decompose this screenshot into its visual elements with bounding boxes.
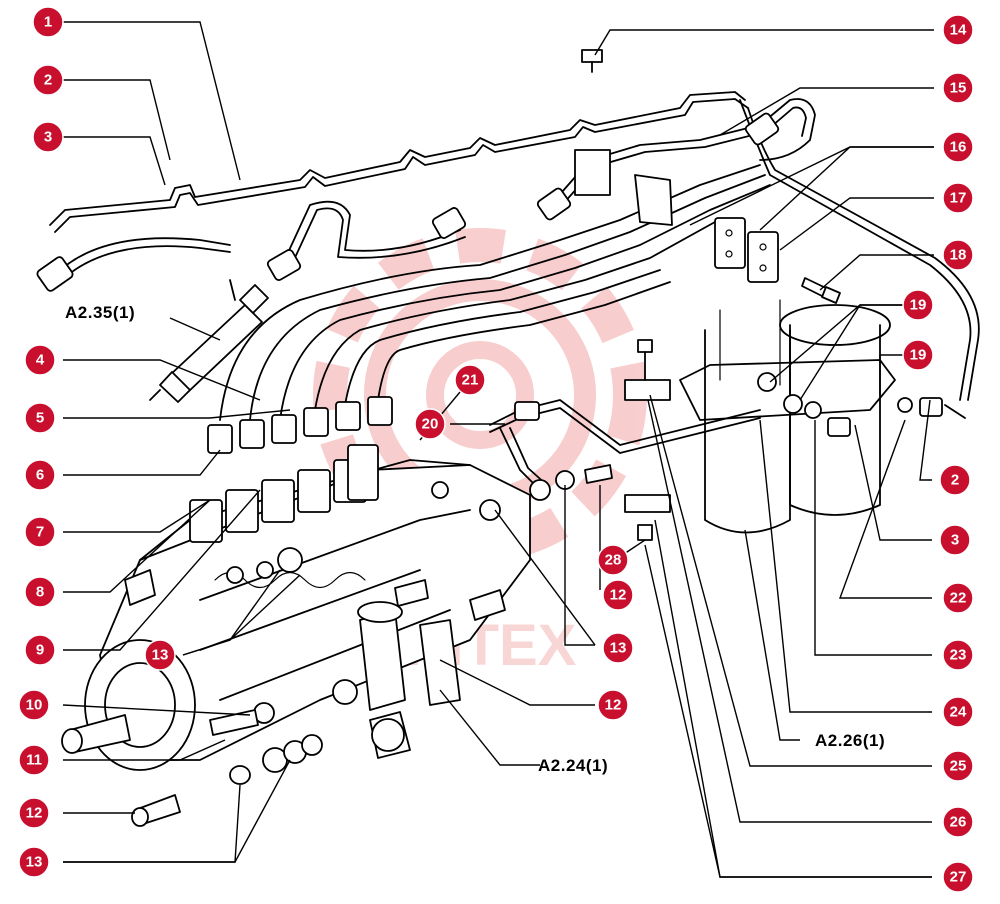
callout-13-bottom[interactable]: 13	[18, 846, 50, 878]
callout-19-lower[interactable]: 19	[902, 339, 934, 371]
svg-text:19: 19	[910, 347, 927, 364]
svg-text:13: 13	[610, 640, 627, 657]
callout-5[interactable]: 5	[24, 402, 56, 434]
svg-text:1: 1	[44, 14, 52, 31]
svg-text:10: 10	[26, 697, 43, 714]
svg-text:12: 12	[605, 697, 622, 714]
callout-20[interactable]: 20	[414, 408, 446, 440]
ref-label-filter: A2.26(1)	[815, 731, 885, 750]
callout-24[interactable]: 24	[942, 696, 974, 728]
svg-text:27: 27	[950, 869, 967, 886]
svg-text:2: 2	[44, 72, 52, 89]
callout-28[interactable]: 28	[597, 544, 629, 576]
callout-27[interactable]: 27	[942, 861, 974, 893]
svg-text:3: 3	[951, 532, 959, 549]
callout-3[interactable]: 3	[32, 121, 64, 153]
callout-1[interactable]: 1	[32, 6, 64, 38]
svg-text:14: 14	[950, 22, 967, 39]
callout-16[interactable]: 16	[942, 131, 974, 163]
callout-9[interactable]: 9	[24, 634, 56, 666]
svg-text:3: 3	[44, 129, 52, 146]
svg-text:7: 7	[36, 524, 44, 541]
callout-8[interactable]: 8	[24, 576, 56, 608]
injector-nozzle	[149, 279, 269, 403]
callout-22[interactable]: 22	[942, 582, 974, 614]
callout-7[interactable]: 7	[24, 516, 56, 548]
svg-text:9: 9	[36, 642, 44, 659]
svg-text:26: 26	[950, 814, 967, 831]
svg-text:21: 21	[462, 372, 479, 389]
callout-13-mid[interactable]: 13	[602, 632, 634, 664]
callout-18[interactable]: 18	[942, 239, 974, 271]
banjo-fittings	[489, 372, 966, 501]
callout-10[interactable]: 10	[18, 689, 50, 721]
callout-26[interactable]: 26	[942, 806, 974, 838]
callout-17[interactable]: 17	[942, 182, 974, 214]
svg-text:19: 19	[910, 297, 927, 314]
callout-11[interactable]: 11	[18, 744, 50, 776]
svg-text:8: 8	[36, 584, 44, 601]
callout-2[interactable]: 2	[32, 64, 64, 96]
callout-3-right[interactable]: 3	[939, 524, 971, 556]
leader-lines	[62, 21, 934, 878]
svg-text:2: 2	[951, 472, 959, 489]
callout-25[interactable]: 25	[942, 750, 974, 782]
svg-text:15: 15	[950, 80, 967, 97]
callout-2-right[interactable]: 2	[939, 464, 971, 496]
ref-label-pump: A2.24(1)	[538, 756, 608, 775]
svg-text:5: 5	[36, 410, 44, 427]
bolts	[581, 49, 841, 541]
svg-text:13: 13	[26, 854, 43, 871]
callout-14[interactable]: 14	[942, 14, 974, 46]
callout-6[interactable]: 6	[24, 459, 56, 491]
ref-label-injector: A2.35(1)	[65, 303, 135, 322]
callout-23[interactable]: 23	[942, 639, 974, 671]
pipe-nuts	[36, 112, 780, 454]
svg-text:13: 13	[152, 647, 169, 664]
svg-text:12: 12	[610, 587, 627, 604]
callout-12-mid[interactable]: 12	[602, 579, 634, 611]
callout-21[interactable]: 21	[454, 364, 486, 396]
pipe-clamps	[574, 149, 779, 513]
svg-text:22: 22	[950, 590, 967, 607]
callout-19-upper[interactable]: 19	[902, 289, 934, 321]
svg-text:24: 24	[950, 704, 967, 721]
callout-4[interactable]: 4	[24, 344, 56, 376]
callout-12-left[interactable]: 12	[18, 797, 50, 829]
callout-15[interactable]: 15	[942, 72, 974, 104]
svg-text:20: 20	[422, 416, 439, 433]
svg-text:17: 17	[950, 190, 967, 207]
svg-text:12: 12	[26, 805, 43, 822]
svg-text:6: 6	[36, 467, 44, 484]
svg-text:25: 25	[950, 758, 967, 775]
callout-13-left[interactable]: 13	[144, 639, 176, 671]
svg-text:4: 4	[36, 352, 45, 369]
callout-12-lower[interactable]: 12	[597, 689, 629, 721]
svg-text:16: 16	[950, 139, 967, 156]
injection-pump	[61, 444, 531, 827]
svg-text:23: 23	[950, 647, 967, 664]
svg-text:11: 11	[26, 752, 42, 769]
fuel-filter-assembly	[679, 299, 896, 534]
svg-text:18: 18	[950, 247, 967, 264]
svg-text:28: 28	[605, 552, 622, 569]
